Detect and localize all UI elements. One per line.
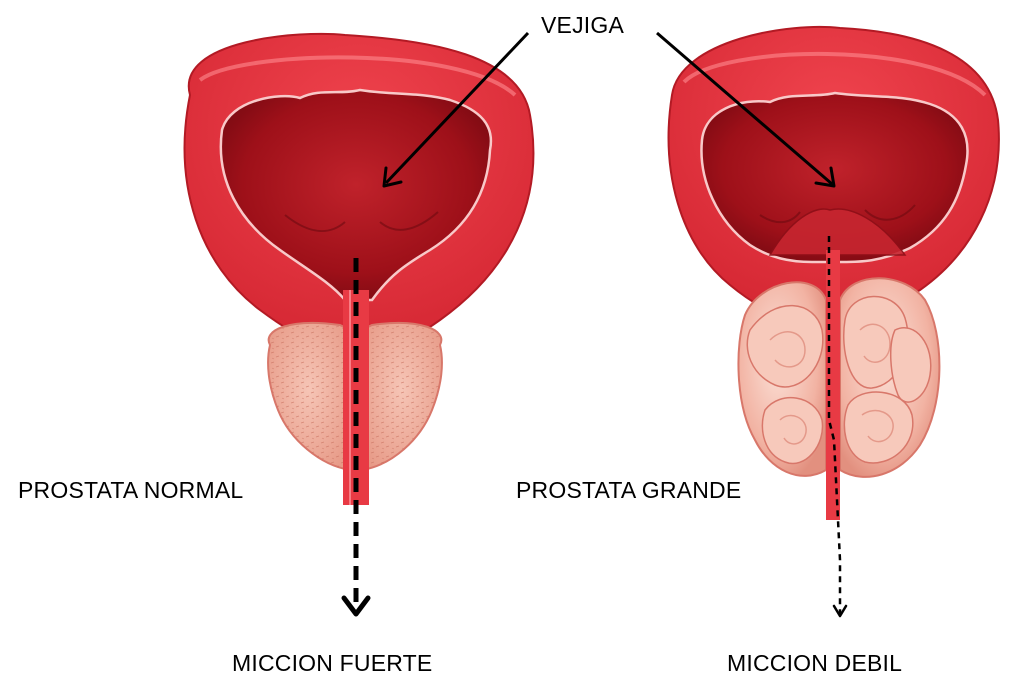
enlarged-prostate bbox=[737, 250, 941, 520]
strong-flow-arrow bbox=[341, 258, 371, 617]
normal-prostate-label: PROSTATA NORMAL bbox=[18, 477, 244, 503]
weak-flow-label: MICCION DEBIL bbox=[727, 650, 903, 676]
normal-prostate bbox=[267, 290, 443, 505]
weak-flow-arrow bbox=[827, 236, 848, 618]
bladder-label: VEJIGA bbox=[541, 12, 625, 38]
enlarged-prostate-label: PROSTATA GRANDE bbox=[516, 477, 742, 503]
bladder-pointer-arrows bbox=[382, 31, 836, 188]
strong-flow-label: MICCION FUERTE bbox=[232, 650, 433, 676]
